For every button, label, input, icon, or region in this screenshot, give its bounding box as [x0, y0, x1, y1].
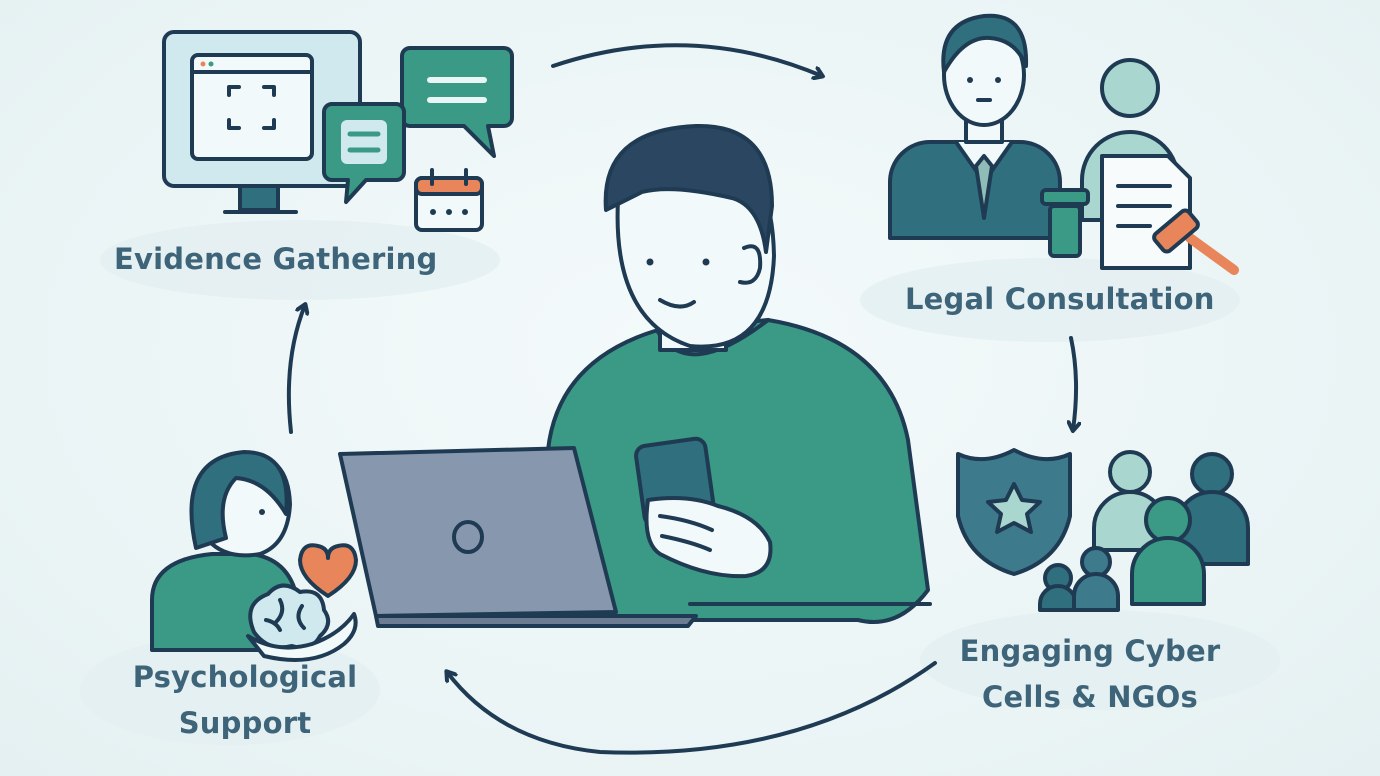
evidence-gathering-label: Evidence Gathering	[114, 242, 438, 276]
arrow-evidence-to-legal	[551, 43, 822, 76]
arrow-engaging-to-psych	[447, 661, 937, 755]
arrow-psych-to-evidence	[286, 305, 305, 434]
torso	[546, 318, 930, 624]
legal-consultation-label: Legal Consultation	[905, 282, 1215, 316]
central-person	[546, 123, 930, 624]
psych-label-line-2: Support	[178, 706, 312, 740]
background-blobs	[80, 220, 1280, 745]
engaging-label-line-2: Cells & NGOs	[982, 680, 1198, 714]
document-icon	[1100, 154, 1192, 270]
monitor-icon	[162, 30, 362, 214]
laptop-icon	[338, 446, 698, 628]
hair	[603, 123, 774, 254]
lawyer-icon	[888, 13, 1062, 240]
cupped-hand	[246, 612, 358, 662]
hand	[644, 496, 773, 579]
brain-icon	[246, 583, 358, 662]
engaging-label-line-1: Engaging Cyber	[959, 634, 1221, 668]
psychological-support-label: Psychological Support	[120, 654, 370, 746]
ear	[738, 244, 763, 285]
heart-icon	[298, 543, 358, 598]
cycle-arrows	[286, 43, 1076, 755]
people-group-icon	[1038, 450, 1250, 612]
engaging-cyber-cells-label: Engaging Cyber Cells & NGOs	[940, 628, 1240, 720]
calendar-icon	[414, 168, 484, 232]
psych-label-line-1: Psychological	[132, 660, 358, 694]
chat-bubble-icon	[322, 46, 514, 204]
gavel-block-icon	[1040, 188, 1090, 258]
arrow-legal-to-engaging	[1071, 336, 1076, 430]
gavel-icon	[1152, 208, 1239, 275]
police-badge-icon	[956, 448, 1072, 576]
